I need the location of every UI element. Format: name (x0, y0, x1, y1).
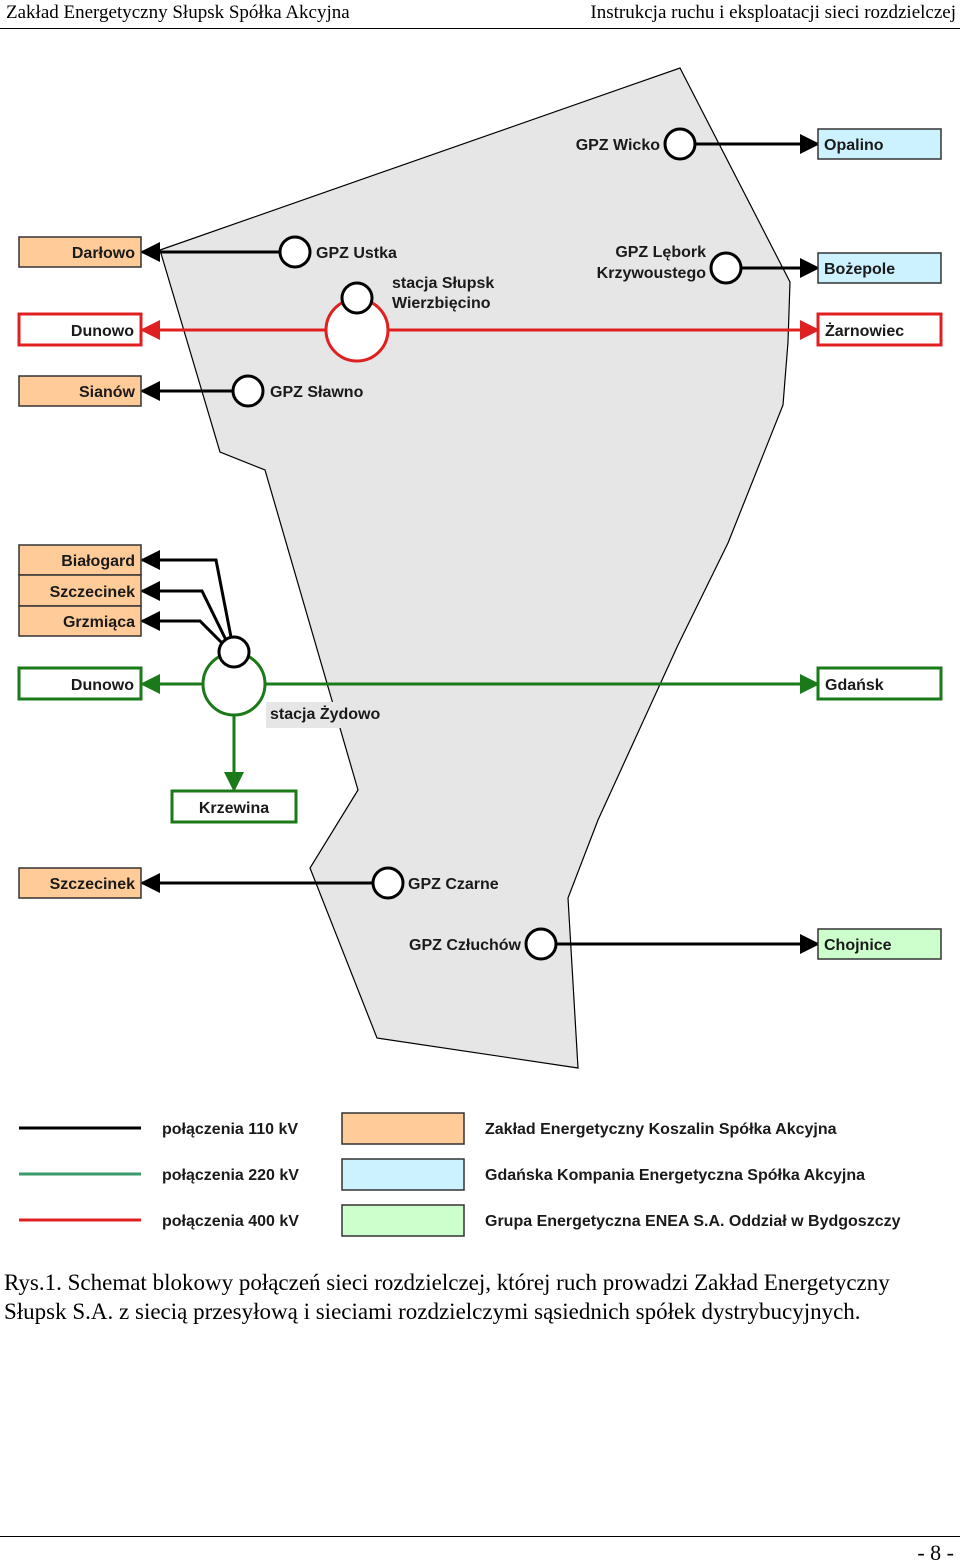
line-zydowo-szczecinek (140, 581, 228, 641)
label-stacja-zydowo: stacja Żydowo (270, 705, 380, 723)
label-slupsk-1: stacja Słupsk (392, 275, 494, 292)
box-krzewina-label: Krzewina (199, 800, 269, 817)
box-bozepole-label: Bożepole (824, 261, 895, 278)
station-czarne-symbol (371, 866, 405, 900)
label-gpz-czarne: GPZ Czarne (408, 876, 499, 893)
legend-koszalin-swatch (341, 1112, 465, 1145)
box-opalino-label: Opalino (824, 137, 884, 154)
box-dunowo-400 (17, 312, 143, 347)
box-dunowo-220-label: Dunowo (71, 677, 134, 694)
label-gpz-ustka: GPZ Ustka (316, 245, 397, 262)
station-czluchow-symbol (524, 927, 558, 961)
box-gdansk (816, 666, 943, 701)
label-slupsk-2: Wierzbięcino (392, 295, 491, 312)
box-sianow (18, 375, 142, 407)
header-document-title: Instrukcja ruchu i eksploatacji sieci ro… (590, 2, 956, 23)
box-szczecinek-1-label: Szczecinek (50, 584, 135, 601)
label-zydowo-background (266, 702, 388, 728)
station-wicko-symbol (663, 127, 697, 161)
box-zarnowiec (816, 312, 943, 347)
box-grzmiaca (18, 605, 142, 637)
station-ustka-symbol (278, 235, 312, 269)
legend-110-label: połączenia 110 kV (162, 1121, 298, 1138)
label-gpz-wicko: GPZ Wicko (576, 137, 661, 154)
box-sianow-label: Sianów (79, 384, 136, 401)
box-szczecinek-2 (18, 867, 142, 899)
box-dunowo-400-label: Dunowo (71, 323, 134, 340)
box-dunowo-220 (17, 666, 143, 701)
page-header: Zakład Energetyczny Słupsk Spółka Akcyjn… (0, 0, 960, 29)
box-darlowo (18, 236, 142, 268)
label-gpz-czluchow: GPZ Człuchów (409, 937, 522, 954)
station-lebork-symbol (709, 251, 743, 285)
legend-220-label: połączenia 220 kV (162, 1167, 299, 1184)
legend: połączenia 110 kV połączenia 220 kV połą… (19, 1112, 901, 1237)
page-number: - 8 - (917, 1540, 954, 1565)
legend-gdansk-label: Gdańska Kompania Energetyczna Spółka Akc… (485, 1167, 865, 1184)
station-slupsk-110-symbol (340, 281, 374, 315)
box-bozepole (817, 252, 942, 284)
box-gdansk-label: Gdańsk (825, 677, 884, 694)
box-bialogard-label: Białogard (61, 553, 135, 570)
legend-400-label: połączenia 400 kV (162, 1213, 299, 1230)
box-opalino (817, 128, 942, 160)
legend-gdansk-swatch (341, 1158, 465, 1191)
box-darlowo-label: Darłowo (72, 245, 135, 262)
legend-enea-swatch (341, 1204, 465, 1237)
box-bialogard (18, 544, 142, 576)
box-zarnowiec-label: Żarnowiec (825, 322, 904, 340)
box-szczecinek-1 (18, 574, 142, 607)
box-chojnice-label: Chojnice (824, 937, 892, 954)
header-company: Zakład Energetyczny Słupsk Spółka Akcyjn… (6, 2, 350, 23)
station-slawno-symbol (231, 374, 265, 408)
box-chojnice (817, 928, 942, 960)
station-zydowo-110-symbol (217, 635, 251, 669)
line-zydowo-bialogard (140, 550, 233, 638)
box-krzewina (170, 789, 298, 824)
label-gpz-slawno: GPZ Sławno (270, 384, 364, 401)
box-szczecinek-2-label: Szczecinek (50, 876, 135, 893)
network-diagram: GPZ Wicko GPZ Ustka GPZ Lębork Krzywoust… (17, 67, 943, 1237)
figure-caption: Rys.1. Schemat blokowy połączeń sieci ro… (4, 1270, 890, 1324)
label-gpz-lebork-2: Krzywoustego (597, 265, 707, 282)
footer-divider (0, 1536, 960, 1537)
box-grzmiaca-label: Grzmiąca (63, 614, 135, 631)
legend-koszalin-label: Zakład Energetyczny Koszalin Spółka Akcy… (485, 1121, 837, 1138)
label-gpz-lebork-1: GPZ Lębork (615, 244, 706, 261)
legend-enea-label: Grupa Energetyczna ENEA S.A. Oddział w B… (485, 1213, 901, 1230)
zes-region-area (159, 67, 791, 1069)
line-zydowo-grzmiaca (140, 611, 224, 645)
